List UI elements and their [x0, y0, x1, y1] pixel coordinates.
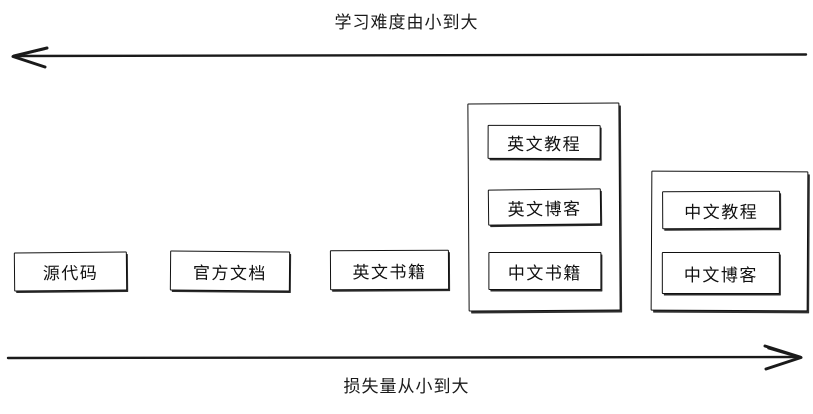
top-axis-label: 学习难度由小到大	[334, 13, 479, 33]
node-label: 英文书籍	[352, 262, 427, 283]
node-chinese-books[interactable]: 中文书籍	[488, 251, 602, 290]
node-english-tutorials[interactable]: 英文教程	[487, 124, 601, 160]
node-label: 中文博客	[683, 265, 758, 286]
node-english-blogs[interactable]: 英文博客	[487, 188, 602, 226]
node-label: 中文教程	[684, 202, 759, 223]
node-chinese-tutorials[interactable]: 中文教程	[662, 190, 781, 230]
node-label: 中文书籍	[507, 263, 582, 284]
node-source-code[interactable]: 源代码	[13, 251, 128, 292]
group-english-mixed: 英文教程 英文博客 中文书籍	[467, 102, 621, 312]
node-label: 英文教程	[507, 134, 582, 155]
node-label: 英文博客	[507, 199, 582, 220]
node-official-docs[interactable]: 官方文档	[169, 250, 291, 292]
top-axis-arrow	[11, 46, 808, 69]
node-english-books[interactable]: 英文书籍	[329, 249, 450, 291]
node-chinese-blogs[interactable]: 中文博客	[661, 251, 780, 294]
node-label: 源代码	[42, 263, 99, 285]
group-chinese: 中文教程 中文博客	[650, 170, 809, 312]
bottom-axis-label: 损失量从小到大	[343, 377, 470, 397]
node-label: 官方文档	[192, 263, 268, 284]
